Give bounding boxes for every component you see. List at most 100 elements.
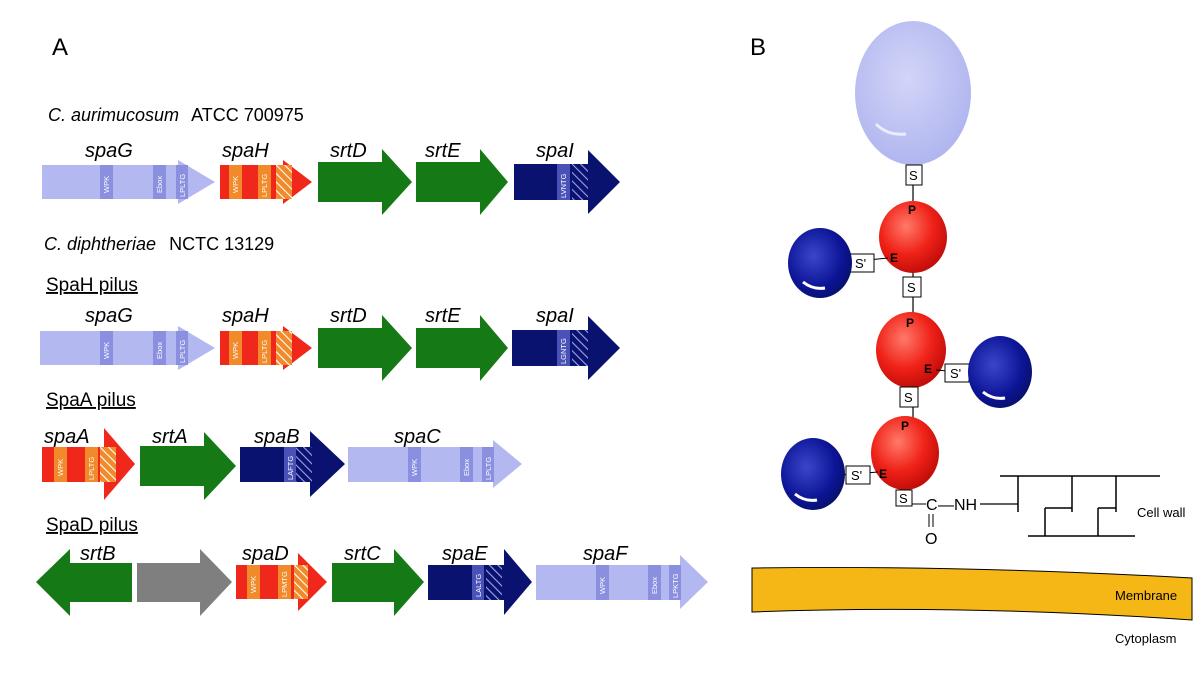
gene-label: spaH — [222, 140, 269, 162]
gene-label: spaB — [254, 426, 300, 448]
major-subunit — [876, 312, 946, 388]
panel-label-a: A — [52, 34, 68, 61]
gene-grey-orf — [137, 549, 232, 616]
gene-label: spaI — [536, 140, 574, 162]
minor-subunit — [781, 438, 845, 510]
gene-label: srtD — [330, 305, 367, 327]
motif-label: WPK — [598, 577, 607, 594]
motif-label: Ebox — [462, 459, 471, 476]
gene-row: WPK LPLTG spaA srtA LAFTG spaB WPK Ebox … — [42, 426, 522, 500]
gene-label: srtC — [344, 543, 381, 565]
gene-spaG: WPK Ebox LPLTG spaG — [42, 140, 215, 204]
motif-label: WPK — [249, 576, 258, 593]
gene-spaD: WPK LPMTG spaD — [236, 543, 327, 611]
organism-strain: ATCC 700975 — [191, 105, 304, 125]
pilus-label: SpaD pilus — [46, 515, 138, 536]
motif-label: LGNTG — [559, 338, 568, 364]
gene-label: spaH — [222, 305, 269, 327]
organism-strain: NCTC 13129 — [169, 234, 274, 254]
gene-row: WPK Ebox LPLTG spaG WPK LPLTG spaH srtD … — [42, 140, 620, 215]
minor-subunit — [968, 336, 1032, 408]
link-label: S — [899, 491, 908, 506]
residue-label: E — [879, 467, 887, 481]
gene-spaH: WPK LPLTG spaH — [220, 140, 312, 204]
gene-spaF: WPK Ebox LPKTG spaF — [536, 543, 708, 609]
motif-label: LAFTG — [286, 456, 295, 480]
gene-spaE: LALTG spaE — [428, 543, 532, 615]
gene-label: srtE — [425, 305, 461, 327]
gene-srtA: srtA — [140, 426, 236, 500]
organism-label: C. aurimucosum ATCC 700975 — [48, 105, 304, 125]
gene-srtD: srtD — [318, 305, 412, 381]
motif-label: LPMTG — [280, 571, 289, 597]
gene-spaA: WPK LPLTG spaA — [42, 426, 135, 500]
gene-label: spaD — [242, 543, 289, 565]
cell-wall-label: Cell wall — [1137, 505, 1186, 520]
gene-srtD: srtD — [318, 140, 412, 215]
tip-subunit — [855, 21, 971, 165]
side-link-label: S' — [950, 366, 961, 381]
motif-label: LPLTG — [87, 457, 96, 480]
chem-c: C — [926, 497, 938, 514]
gene-row: WPK Ebox LPLTG spaG WPK LPLTG spaH srtD … — [40, 305, 620, 381]
motif-label: Ebox — [650, 577, 659, 594]
gene-spaG: WPK Ebox LPLTG spaG — [40, 305, 215, 370]
gene-label: srtE — [425, 140, 461, 162]
membrane — [751, 566, 1193, 621]
gene-spaC: WPK Ebox LPLTG spaC — [348, 426, 522, 488]
pilus-model: S P E S' S P E S' S P E S' — [781, 21, 1032, 548]
motif-label: LVNTG — [559, 173, 568, 198]
residue-label: P — [906, 316, 914, 330]
motif-label: LPLTG — [484, 457, 493, 480]
residue-label: E — [890, 251, 898, 265]
link-label: S — [909, 168, 918, 183]
gene-label: spaI — [536, 305, 574, 327]
major-subunit — [879, 201, 947, 273]
minor-subunit — [788, 228, 852, 298]
gene-label: srtB — [80, 543, 116, 565]
pilus-label: SpaH pilus — [46, 275, 138, 296]
gene-label: srtA — [152, 426, 188, 448]
gene-spaH: WPK LPLTG spaH — [220, 305, 312, 370]
gene-srtC: srtC — [332, 543, 424, 616]
residue-label: E — [924, 362, 932, 376]
residue-label: P — [908, 203, 916, 217]
major-subunit — [871, 416, 939, 490]
link-label: S — [904, 390, 913, 405]
gene-srtE: srtE — [416, 305, 508, 381]
chem-o: O — [925, 531, 937, 548]
pilus-label: SpaA pilus — [46, 390, 136, 411]
gene-label: spaG — [85, 305, 133, 327]
gene-srtE: srtE — [416, 140, 508, 215]
link-label: S — [907, 280, 916, 295]
motif-label: LPLTG — [260, 340, 269, 363]
motif-label: LPLTG — [178, 340, 187, 363]
motif-label: WPK — [231, 342, 240, 359]
organism-species: C. diphtheriae — [44, 234, 156, 254]
membrane-label: Membrane — [1115, 588, 1177, 603]
cell-wall — [1000, 475, 1160, 537]
motif-label: Ebox — [155, 342, 164, 359]
motif-label: WPK — [102, 342, 111, 359]
gene-label: spaC — [394, 426, 441, 448]
motif-label: WPK — [231, 176, 240, 193]
gene-spaI: LGNTG spaI — [512, 305, 620, 380]
organism-species: C. aurimucosum — [48, 105, 179, 125]
motif-label: WPK — [410, 459, 419, 476]
gene-label: spaF — [583, 543, 629, 565]
motif-label: LPKTG — [671, 573, 680, 598]
motif-label: LPLTG — [178, 174, 187, 197]
side-link-label: S' — [855, 256, 866, 271]
gene-row: srtB WPK LPMTG spaD srtC LALTG spaE — [36, 543, 708, 616]
gene-label: spaA — [44, 426, 90, 448]
panel-label-b: B — [750, 34, 766, 61]
residue-label: P — [901, 419, 909, 433]
gene-spaB: LAFTG spaB — [240, 426, 345, 497]
motif-label: WPK — [56, 459, 65, 476]
gene-label: srtD — [330, 140, 367, 162]
motif-label: Ebox — [155, 176, 164, 193]
organism-label: C. diphtheriae NCTC 13129 — [44, 234, 274, 254]
motif-label: LALTG — [474, 574, 483, 597]
motif-label: WPK — [102, 176, 111, 193]
